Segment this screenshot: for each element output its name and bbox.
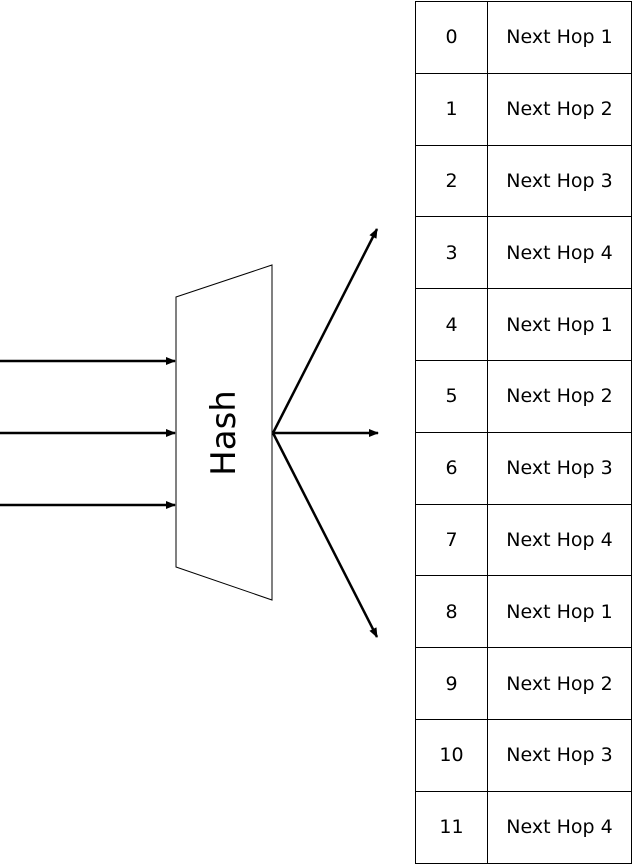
output-arrow-up xyxy=(271,228,379,434)
bucket-index: 7 xyxy=(415,503,488,577)
next-hop-cell: Next Hop 4 xyxy=(487,216,632,290)
next-hop-cell: Next Hop 1 xyxy=(487,288,632,361)
table-row: 1 Next Hop 2 xyxy=(415,72,632,146)
table-row: 10 Next Hop 3 xyxy=(415,718,632,792)
table-row: 3 Next Hop 4 xyxy=(415,216,632,290)
bucket-index: 11 xyxy=(415,790,488,864)
output-arrow-down xyxy=(271,432,379,638)
next-hop-cell: Next Hop 1 xyxy=(487,575,632,649)
next-hop-cell: Next Hop 1 xyxy=(487,1,632,74)
next-hop-cell: Next Hop 4 xyxy=(487,503,632,577)
bucket-index: 4 xyxy=(415,288,488,361)
next-hop-cell: Next Hop 3 xyxy=(487,718,632,792)
bucket-index: 8 xyxy=(415,575,488,649)
table-row: 8 Next Hop 1 xyxy=(415,575,632,649)
bucket-index: 5 xyxy=(415,359,488,433)
hash-block xyxy=(175,264,273,601)
table-row: 6 Next Hop 3 xyxy=(415,431,632,505)
bucket-index: 2 xyxy=(415,144,488,218)
next-hop-cell: Next Hop 3 xyxy=(487,144,632,218)
bucket-index: 3 xyxy=(415,216,488,290)
table-row: 0 Next Hop 1 xyxy=(415,1,632,74)
next-hop-cell: Next Hop 2 xyxy=(487,72,632,146)
table-row: 2 Next Hop 3 xyxy=(415,144,632,218)
bucket-index: 10 xyxy=(415,718,488,792)
hash-label: Hash xyxy=(204,390,244,476)
table-row: 7 Next Hop 4 xyxy=(415,503,632,577)
table-row: 11 Next Hop 4 xyxy=(415,790,632,864)
bucket-index: 9 xyxy=(415,647,488,720)
next-hop-cell: Next Hop 2 xyxy=(487,647,632,720)
table-row: 9 Next Hop 2 xyxy=(415,647,632,720)
table-row: 5 Next Hop 2 xyxy=(415,359,632,433)
next-hop-cell: Next Hop 2 xyxy=(487,359,632,433)
next-hop-cell: Next Hop 3 xyxy=(487,431,632,505)
bucket-index: 0 xyxy=(415,1,488,74)
next-hop-table: 0 Next Hop 1 1 Next Hop 2 2 Next Hop 3 3… xyxy=(415,1,632,864)
next-hop-cell: Next Hop 4 xyxy=(487,790,632,864)
bucket-index: 6 xyxy=(415,431,488,505)
table-row: 4 Next Hop 1 xyxy=(415,288,632,361)
bucket-index: 1 xyxy=(415,72,488,146)
